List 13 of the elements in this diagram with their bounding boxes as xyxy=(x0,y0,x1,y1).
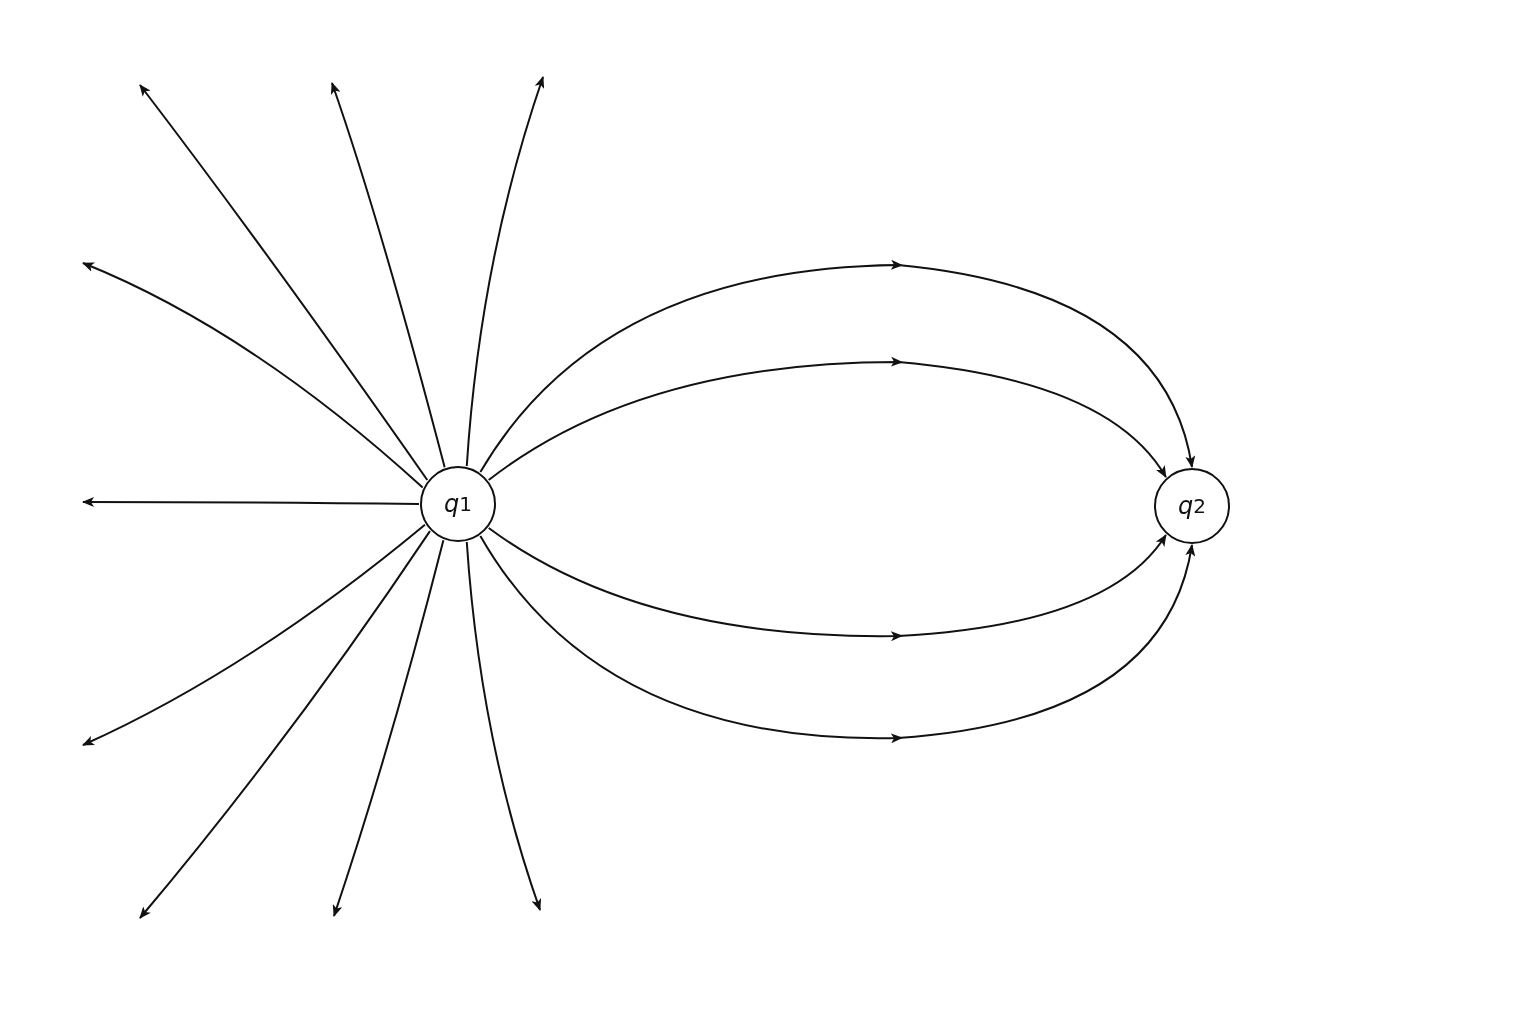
field-line xyxy=(330,82,446,469)
field-line xyxy=(82,497,420,507)
field-line xyxy=(139,530,431,919)
field-line xyxy=(487,357,1167,481)
field-line xyxy=(465,541,542,911)
field-line xyxy=(82,262,424,489)
field-line xyxy=(487,527,1167,641)
field-line xyxy=(82,523,426,746)
field-line xyxy=(465,76,545,467)
field-line xyxy=(479,260,1195,474)
field-line xyxy=(479,534,1195,743)
field-line xyxy=(139,84,429,481)
field-line xyxy=(332,539,445,917)
